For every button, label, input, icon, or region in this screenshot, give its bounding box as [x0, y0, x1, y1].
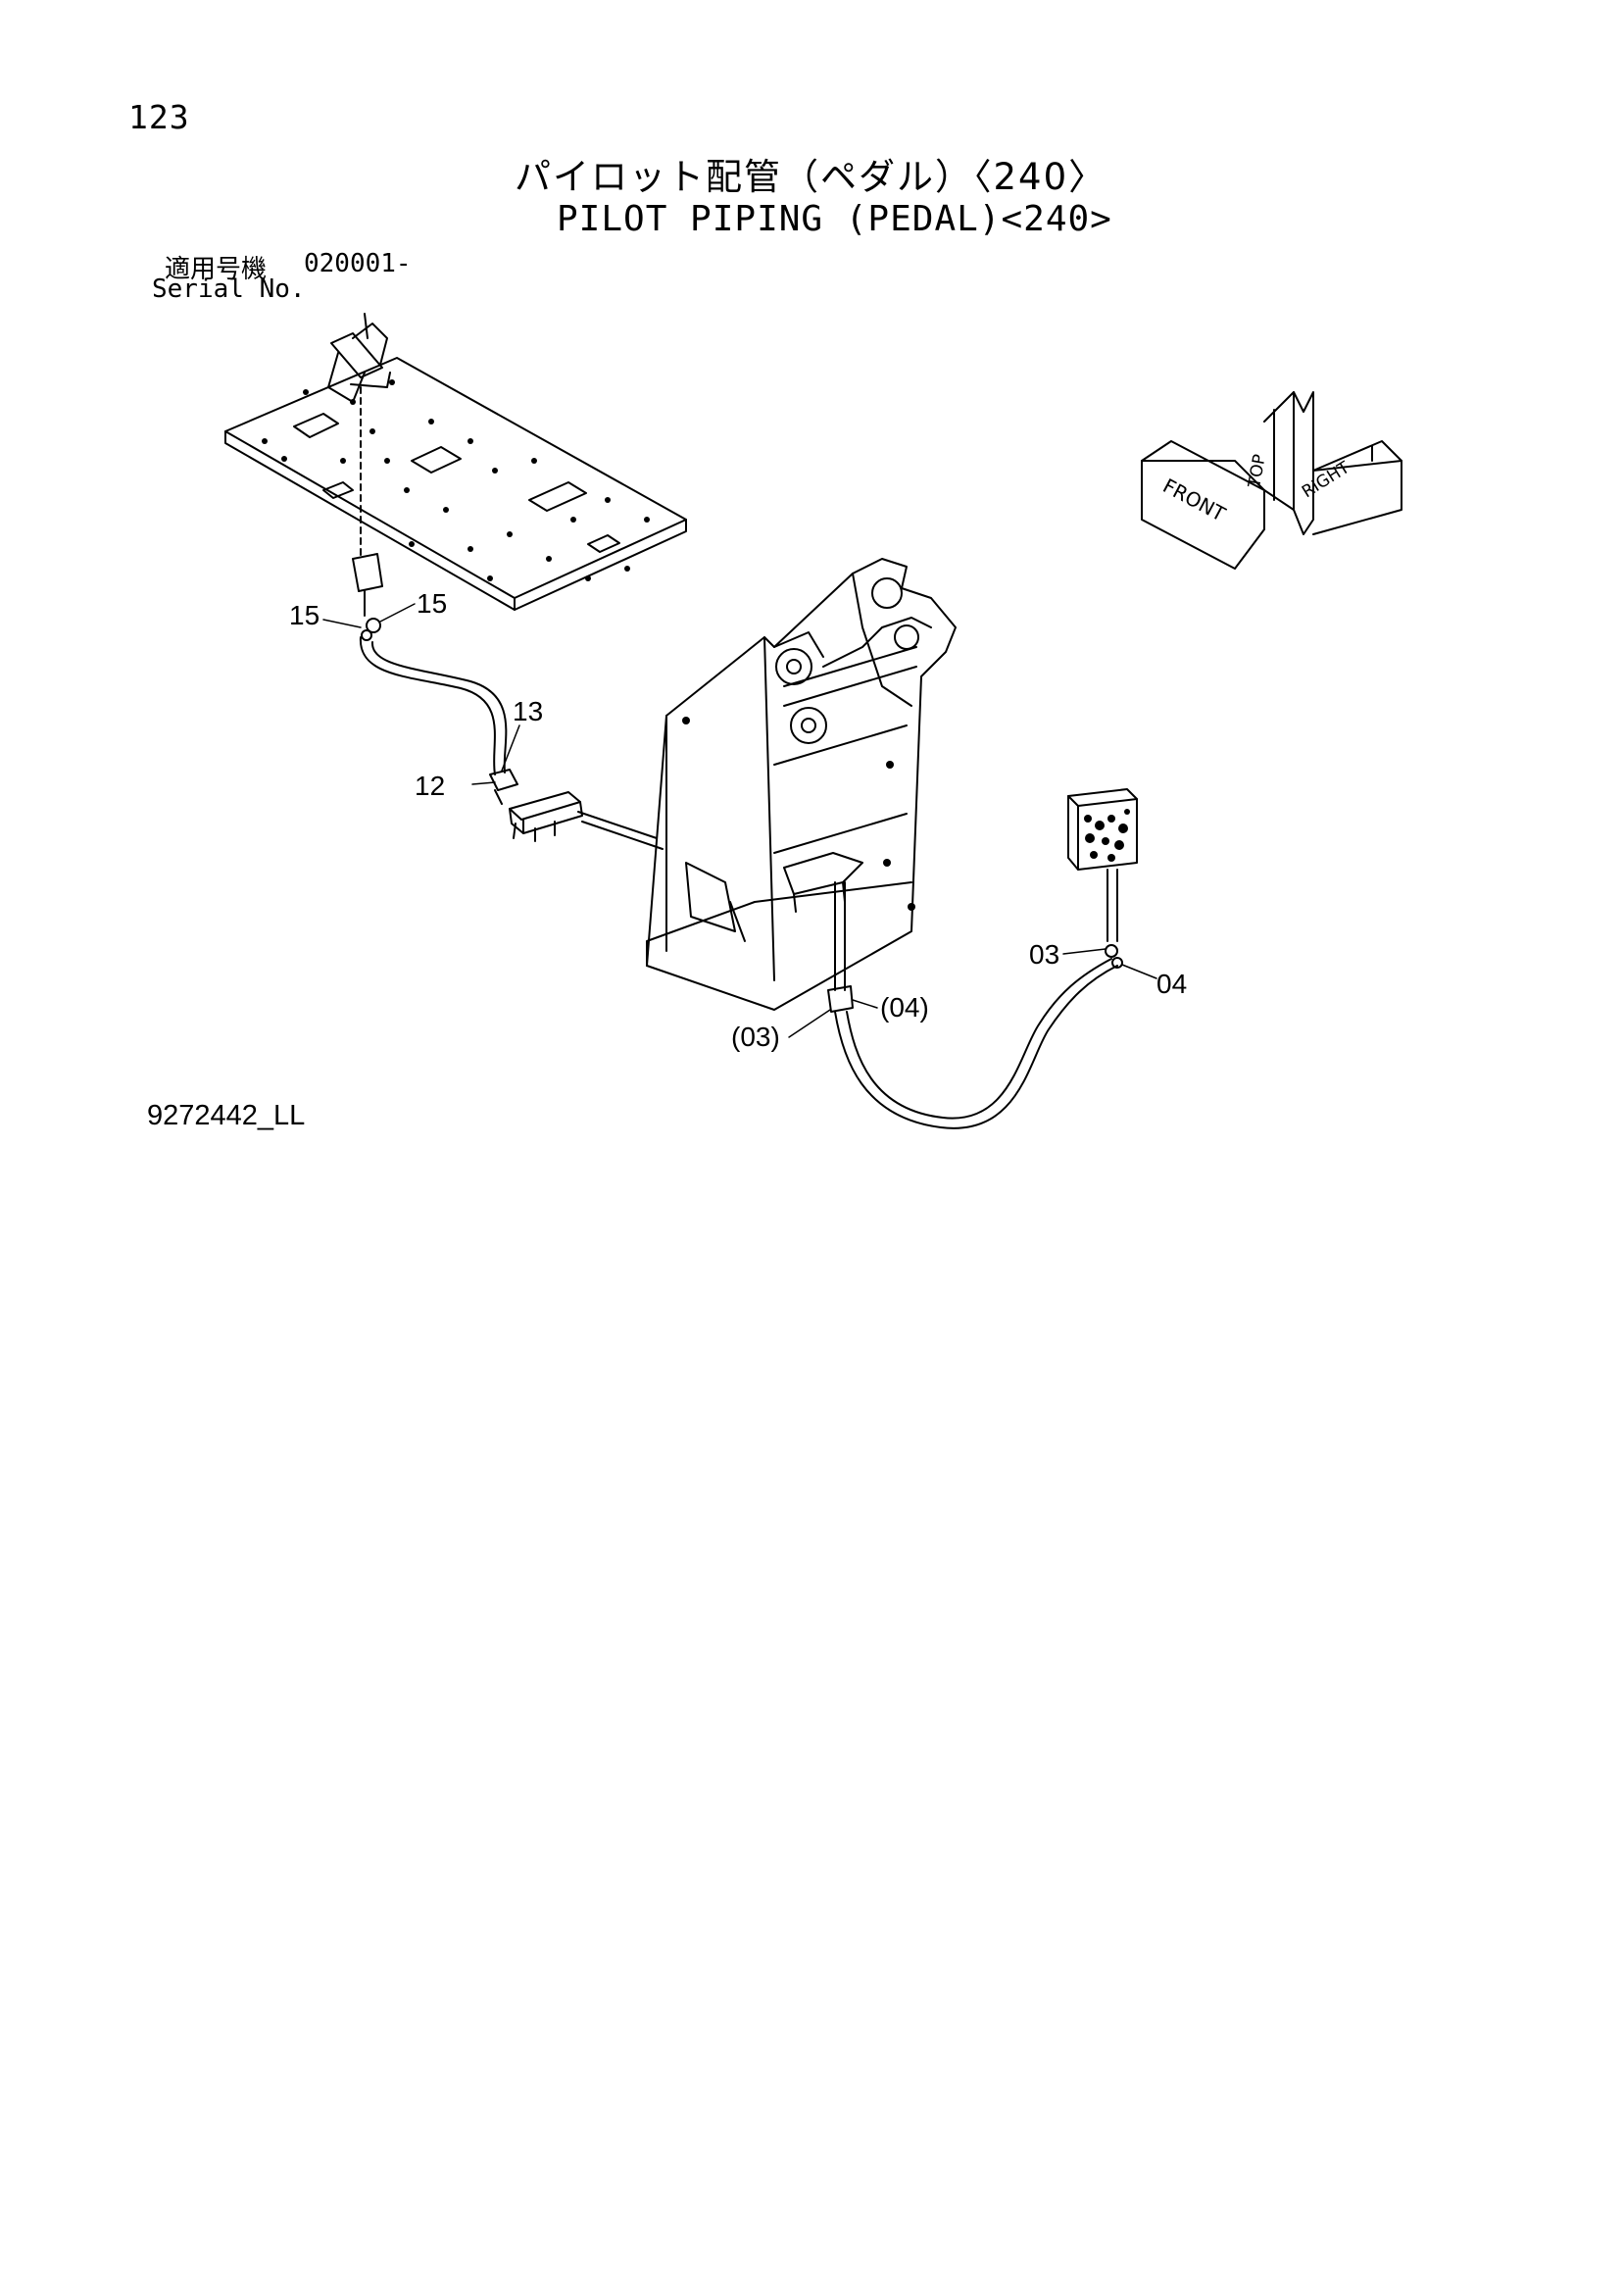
- control-valve: [1067, 788, 1138, 969]
- serial-label-japanese: 適用号機: [165, 255, 268, 284]
- page-number: 123: [128, 98, 190, 136]
- hose-upper: [359, 636, 518, 805]
- callout-04-paren: (04): [880, 992, 929, 1023]
- drawing-id: 9272442_LL: [147, 1100, 306, 1131]
- floor-plate: [224, 357, 687, 611]
- pedal: [327, 313, 391, 403]
- serial-label-english: Serial No.: [152, 275, 306, 304]
- page-title-japanese: パイロット配管（ペダル）〈240〉: [515, 156, 1107, 198]
- callout-04: 04: [1156, 969, 1188, 999]
- page-title-english: PILOT PIPING (PEDAL)<240>: [557, 199, 1112, 239]
- boom-mount-frame: [646, 558, 957, 1011]
- callout-13: 13: [513, 696, 544, 726]
- callout-12: 12: [415, 771, 446, 801]
- callout-15-right: 15: [417, 588, 448, 619]
- leader-lines: [322, 603, 1157, 1038]
- compass-top-label: TOP: [1245, 453, 1270, 490]
- callout-03-paren: (03): [731, 1022, 780, 1052]
- callout-15-left: 15: [289, 600, 320, 630]
- callout-03: 03: [1029, 939, 1060, 970]
- hydraulic-block: [509, 791, 664, 850]
- orientation-compass: FRONT TOP RIGHT: [1141, 391, 1402, 570]
- compass-front-label: FRONT: [1159, 474, 1230, 526]
- pedal-valve: [352, 386, 383, 641]
- hose-lower: [827, 881, 1118, 1129]
- serial-number-value: 020001-: [304, 249, 412, 278]
